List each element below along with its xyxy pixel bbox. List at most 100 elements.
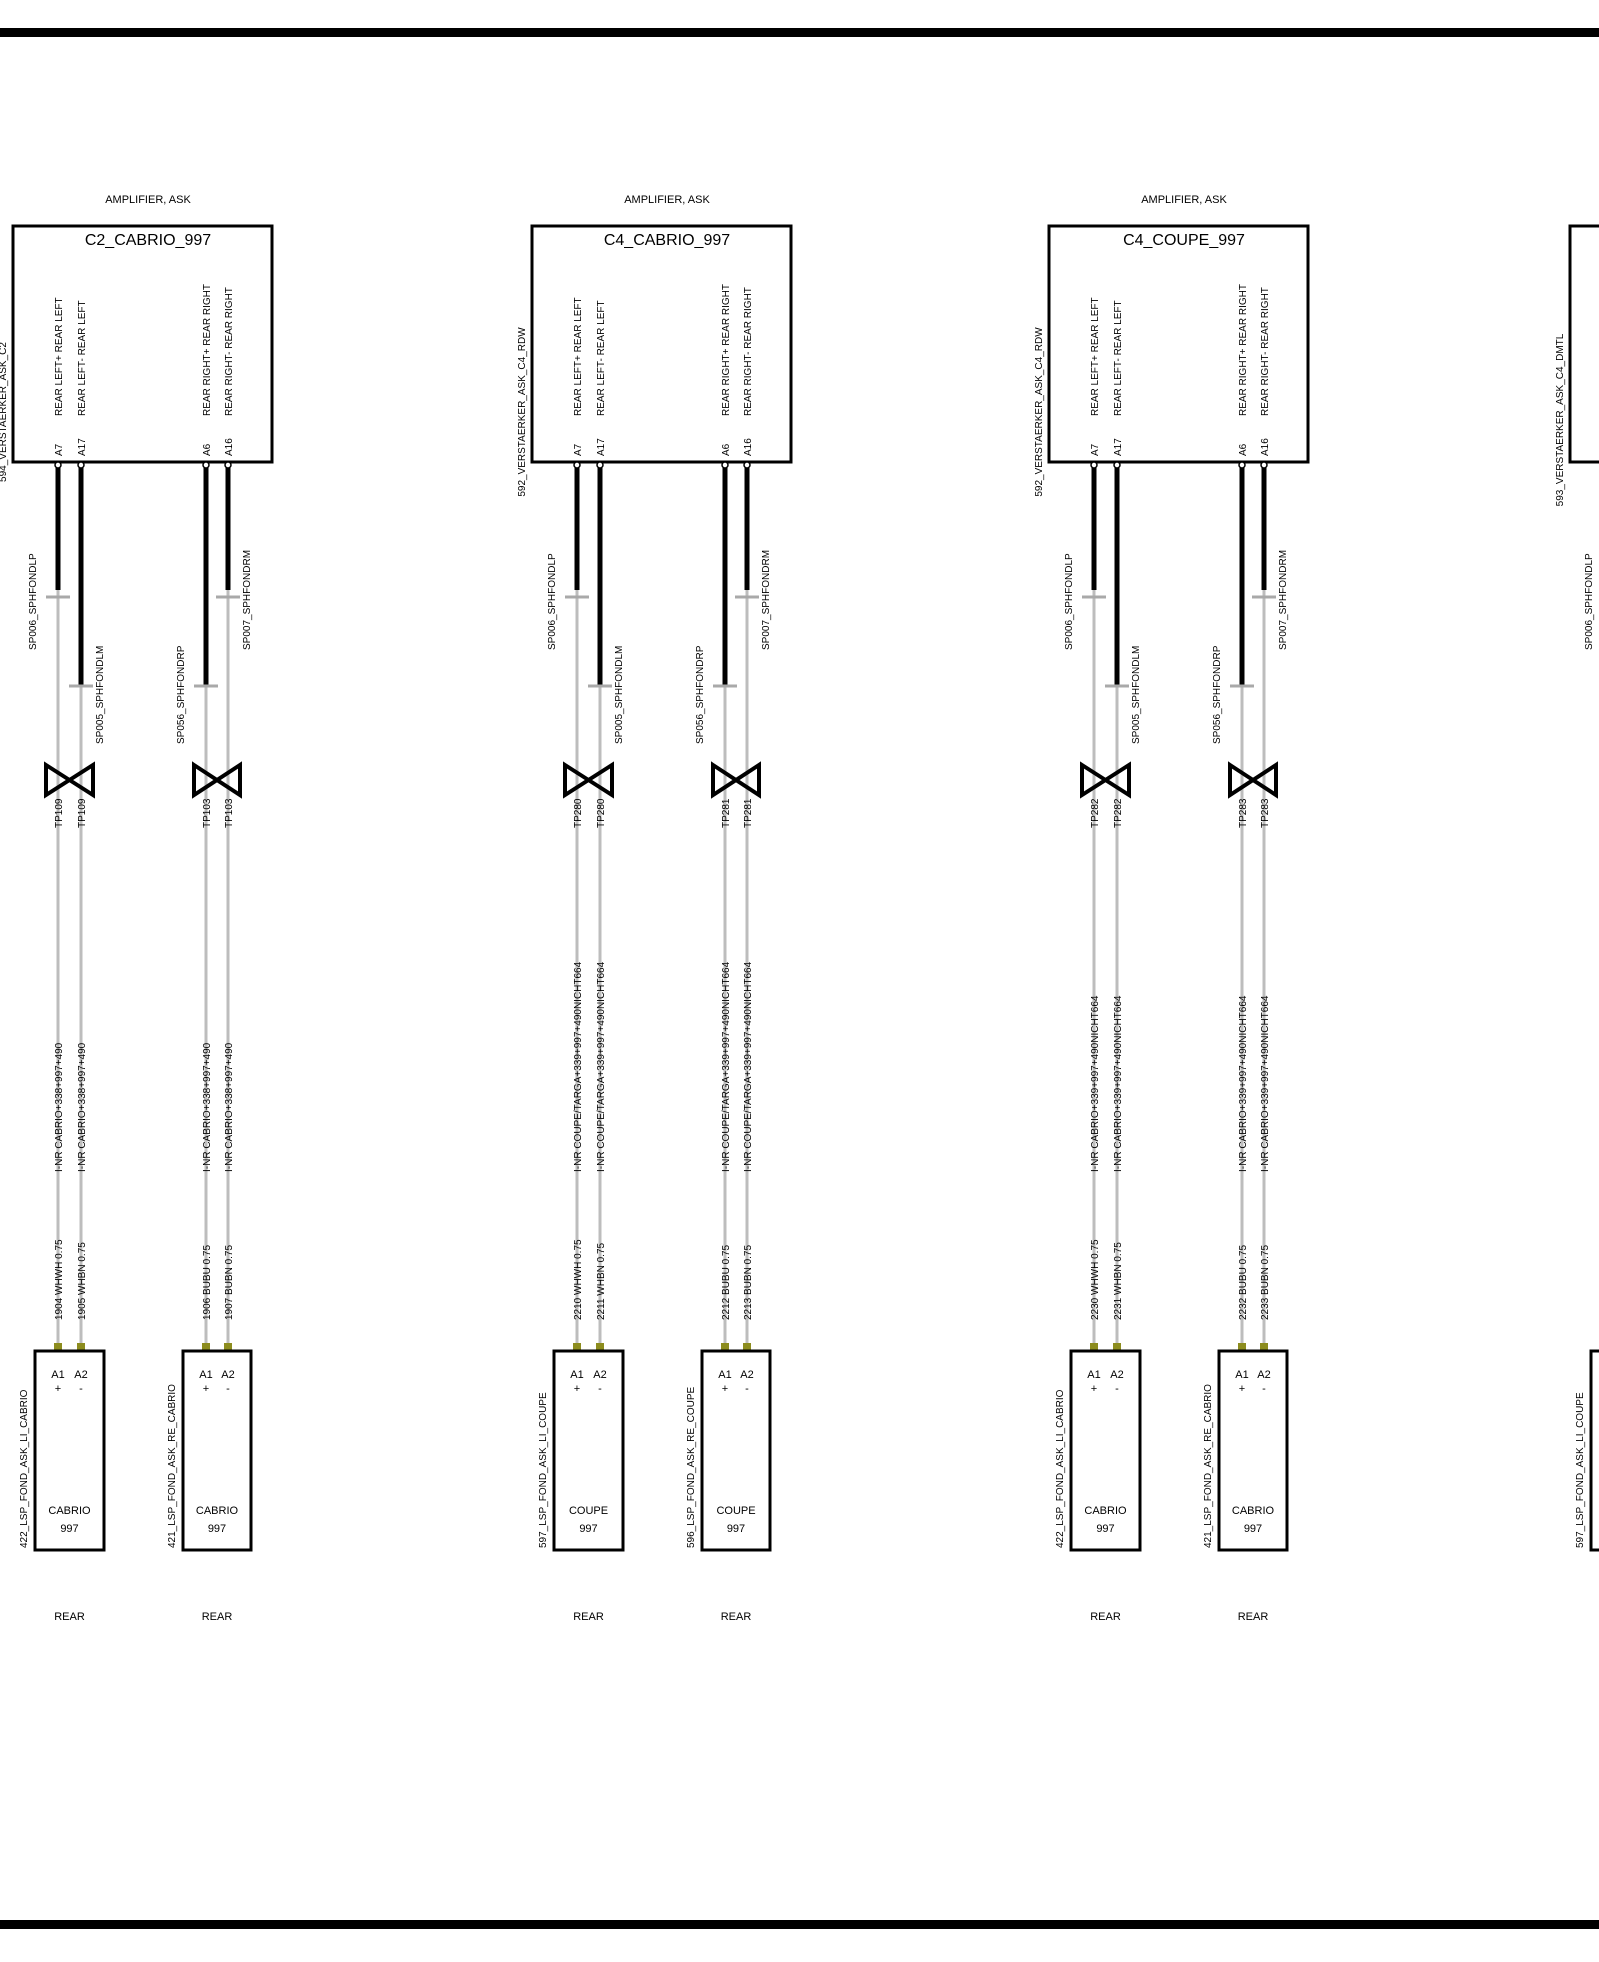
speaker-minus: - (745, 1383, 749, 1395)
pin-terminal (721, 461, 729, 469)
speaker-plus: + (1091, 1383, 1097, 1395)
wire-code: 2212 BUBU 0.75 (721, 1245, 732, 1320)
partial-speaker-box (1589, 1349, 1599, 1552)
speaker-pin2: A2 (740, 1369, 753, 1381)
pin-number: A17 (596, 438, 607, 456)
amplifier-block-2: AMPLIFIER, ASKC4_CABRIO_997592_VERSTAERK… (517, 194, 793, 1623)
pin-number: A17 (77, 438, 88, 456)
wire-condition: I-NR CABRIO+339+997+490NICHT664 (1090, 995, 1101, 1172)
amplifier-side-label: 594_VERSTAERKER_ASK_C2 (0, 342, 9, 482)
speaker-variant: CABRIO (1084, 1505, 1127, 1517)
speaker-variant: COUPE (716, 1505, 755, 1517)
wire-condition: I-NR CABRIO+338+997+490 (77, 1042, 88, 1172)
speaker-minus: - (598, 1383, 602, 1395)
speaker-caption: REAR (54, 1611, 85, 1623)
tp-label: TP282 (1113, 798, 1124, 828)
pin-label: REAR LEFT+ REAR LEFT (573, 297, 584, 416)
amplifier-title: C4_COUPE_997 (1123, 232, 1245, 249)
speaker-box (33, 1349, 106, 1552)
pin-terminal (573, 461, 581, 469)
speaker-terminal (1260, 1343, 1268, 1352)
tp-label: TP281 (721, 798, 732, 828)
amplifier-side-label: 592_VERSTAERKER_ASK_C4_RDW (517, 327, 528, 497)
pin-number: A16 (743, 438, 754, 456)
amplifier-block-1: AMPLIFIER, ASKC2_CABRIO_997594_VERSTAERK… (0, 194, 274, 1623)
splice-label: SP006_SPHFONDLP (1064, 553, 1075, 650)
speaker-minus: - (226, 1383, 230, 1395)
speaker-caption: REAR (1090, 1611, 1121, 1623)
tp-label: TP109 (54, 798, 65, 828)
wire-code: 2213 BUBN 0.75 (743, 1245, 754, 1320)
pin-label: REAR RIGHT- REAR RIGHT (743, 287, 754, 416)
wire-code: 1904 WHWH 0.75 (54, 1239, 65, 1320)
twisted-pair-icon (563, 761, 614, 799)
splice-label: SP005_SPHFONDLM (1131, 646, 1142, 744)
pin-label: REAR LEFT+ REAR LEFT (54, 297, 65, 416)
speaker-terminal (1090, 1343, 1098, 1352)
speaker-plus: + (574, 1383, 580, 1395)
pin-label: REAR LEFT- REAR LEFT (1113, 300, 1124, 416)
speaker-caption: REAR (721, 1611, 752, 1623)
wire-code: 2233 BUBN 0.75 (1260, 1245, 1271, 1320)
speaker-plus: + (55, 1383, 61, 1395)
speaker-terminal (54, 1343, 62, 1352)
speaker-terminal (573, 1343, 581, 1352)
twisted-pair-icon (192, 761, 242, 799)
speaker-side-label: 421_LSP_FOND_ASK_RE_CABRIO (1203, 1384, 1214, 1548)
pin-label: REAR RIGHT+ REAR RIGHT (721, 284, 732, 416)
bottom-border (0, 1920, 1599, 1929)
amplifier-title: C4_CABRIO_997 (604, 232, 730, 249)
speaker-minus: - (79, 1383, 83, 1395)
splice-label: SP056_SPHFONDRP (176, 645, 187, 744)
speaker-side-label: 597_LSP_FOND_ASK_LI_COUPE (538, 1392, 549, 1548)
twisted-pair-icon (44, 761, 95, 799)
speaker-pin2: A2 (593, 1369, 606, 1381)
wire-condition: I-NR COUPE/TARGA+339+997+490NICHT664 (573, 961, 584, 1172)
pin-terminal (1238, 461, 1246, 469)
pin-number: A7 (1090, 443, 1101, 456)
pin-label: REAR LEFT- REAR LEFT (77, 300, 88, 416)
speaker-pin1: A1 (1235, 1369, 1248, 1381)
speaker-plus: + (722, 1383, 728, 1395)
splice-label: SP006_SPHFONDLP (547, 553, 558, 650)
pin-terminal (202, 461, 210, 469)
pin-terminal (1260, 461, 1268, 469)
wire-condition: I-NR CABRIO+338+997+490 (54, 1042, 65, 1172)
pin-terminal (77, 461, 85, 469)
pin-label: REAR RIGHT- REAR RIGHT (224, 287, 235, 416)
twisted-pair-icon (1080, 761, 1131, 799)
speaker-terminal (77, 1343, 85, 1352)
speaker-side-label: 421_LSP_FOND_ASK_RE_CABRIO (167, 1384, 178, 1548)
tp-label: TP280 (596, 798, 607, 828)
top-border (0, 28, 1599, 37)
amplifier-block-3: AMPLIFIER, ASKC4_COUPE_997592_VERSTAERKE… (1034, 194, 1310, 1623)
speaker-pin1: A1 (718, 1369, 731, 1381)
speaker-terminal (1113, 1343, 1121, 1352)
pin-label: REAR RIGHT+ REAR RIGHT (202, 284, 213, 416)
speaker-side-label: 596_LSP_FOND_ASK_RE_COUPE (686, 1386, 697, 1548)
speaker-box (1069, 1349, 1142, 1552)
pin-number: A7 (573, 443, 584, 456)
speaker-pin1: A1 (1087, 1369, 1100, 1381)
speaker-model: 997 (1096, 1523, 1114, 1535)
pin-label: REAR RIGHT+ REAR RIGHT (1238, 284, 1249, 416)
wire-code: 2211 WHBN 0.75 (596, 1242, 607, 1320)
speaker-caption: REAR (573, 1611, 604, 1623)
speaker-plus: + (203, 1383, 209, 1395)
speaker-pin2: A2 (221, 1369, 234, 1381)
speaker-terminal (743, 1343, 751, 1352)
wire-condition: I-NR CABRIO+339+997+490NICHT664 (1113, 995, 1124, 1172)
speaker-pin1: A1 (199, 1369, 212, 1381)
tp-label: TP103 (224, 798, 235, 828)
splice-label: SP007_SPHFONDRM (242, 550, 253, 650)
partial-speaker-label: 597_LSP_FOND_ASK_LI_COUPE (1575, 1392, 1586, 1548)
speaker-model: 997 (60, 1523, 78, 1535)
tp-label: TP109 (77, 798, 88, 828)
splice-label: SP056_SPHFONDRP (695, 645, 706, 744)
speaker-terminal (224, 1343, 232, 1352)
tp-label: TP281 (743, 798, 754, 828)
pin-label: REAR LEFT- REAR LEFT (596, 300, 607, 416)
wire-code: 1906 BUBU 0.75 (202, 1245, 213, 1320)
speaker-side-label: 422_LSP_FOND_ASK_LI_CABRIO (1055, 1389, 1066, 1548)
